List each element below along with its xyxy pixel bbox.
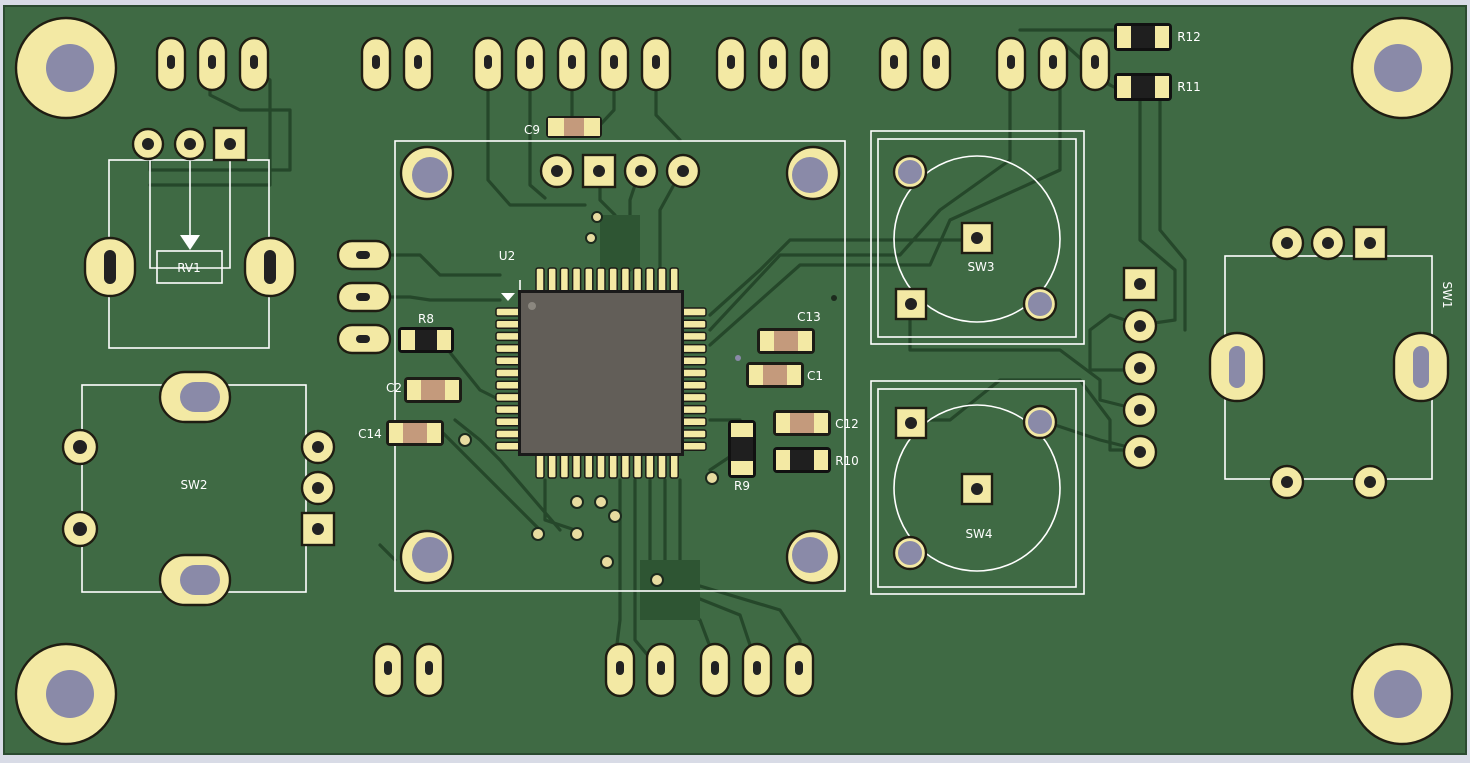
rv1-label: RV1 (177, 261, 201, 275)
u2-module: U2 (394, 140, 846, 592)
mounting-holes (14, 16, 1454, 746)
u2-label: U2 (499, 249, 515, 263)
c1-capacitor: C1 (746, 362, 823, 388)
sw1-switch: SW1 (1208, 225, 1454, 500)
mcu-qfp48 (495, 267, 707, 479)
c13-capacitor: C13 (757, 310, 821, 354)
c13-label: C13 (797, 310, 821, 324)
sw4-label: SW4 (965, 527, 992, 541)
r12-label: R12 (1177, 30, 1201, 44)
r9-label: R9 (734, 479, 750, 493)
r8-label: R8 (418, 312, 434, 326)
connector-right-vertical (1122, 266, 1158, 470)
sw4-switch: SW4 (870, 380, 1085, 595)
c14-label: C14 (358, 427, 382, 441)
c1-label: C1 (807, 369, 823, 383)
r9-resistor: R9 (728, 420, 756, 493)
rv1-potentiometer: RV1 (83, 126, 297, 349)
smd-components: C9 R8 C2 C14 (358, 23, 1201, 493)
c12-label: C12 (835, 417, 859, 431)
r10-label: R10 (835, 454, 859, 468)
c2-capacitor: C2 (386, 377, 462, 403)
r12-resistor: R12 (1114, 23, 1201, 51)
sw2-switch: SW2 (61, 370, 336, 607)
header-pads-left-horizontal (336, 239, 392, 355)
r8-resistor: R8 (398, 312, 454, 353)
c2-label: C2 (386, 381, 402, 395)
sw1-label: SW1 (1440, 281, 1454, 308)
header-pads-bottom (372, 642, 815, 698)
c14-capacitor: C14 (358, 420, 444, 446)
r11-resistor: R11 (1114, 73, 1201, 101)
c9-capacitor: C9 (524, 116, 602, 138)
vias (458, 211, 837, 587)
sw3-label: SW3 (967, 260, 994, 274)
r10-resistor: R10 (773, 447, 859, 473)
r11-label: R11 (1177, 80, 1201, 94)
header-pads-top (155, 36, 1111, 92)
sw2-label: SW2 (180, 478, 207, 492)
c9-label: C9 (524, 123, 540, 137)
sw3-switch: SW3 (870, 130, 1085, 345)
c12-capacitor: C12 (773, 410, 859, 436)
